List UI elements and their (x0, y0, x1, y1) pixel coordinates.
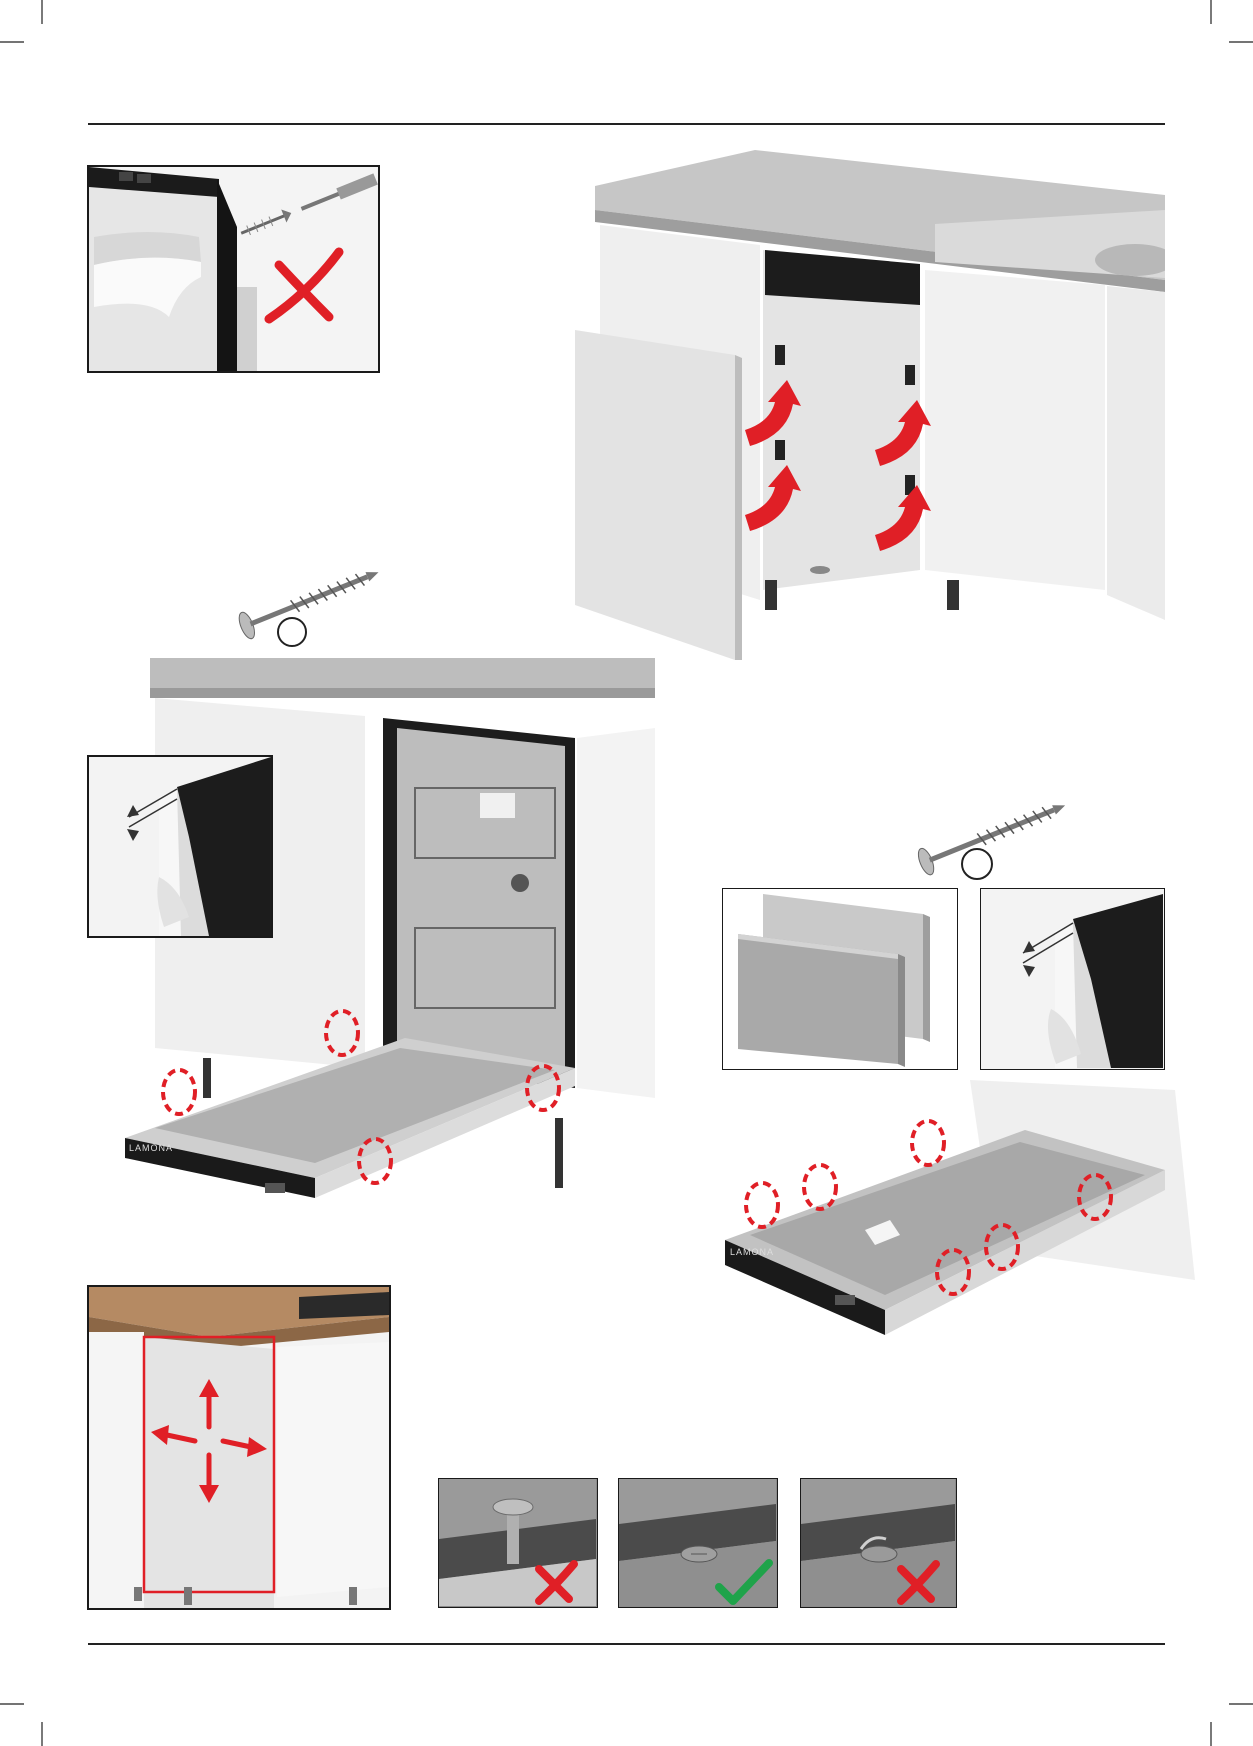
open-dishwasher-illustration: LAMONA (115, 658, 655, 1270)
panel-gap-detail-left (87, 755, 273, 938)
circle-marker-icon (962, 849, 992, 879)
door-screw-positions-illustration: LAMONA (695, 1080, 1205, 1350)
circle-marker-icon (278, 618, 306, 646)
screw-icon (236, 559, 384, 640)
panel-screw-damaged (800, 1478, 957, 1608)
panel-door-sheets (722, 888, 958, 1070)
bottom-rule (88, 1643, 1165, 1645)
brand-label: LAMONA (730, 1247, 774, 1257)
adjust-door-illustration (89, 1287, 389, 1608)
panel-no-screw-through-door (87, 165, 380, 373)
gap-detail-illustration (89, 757, 271, 936)
panel-adjust-door (87, 1285, 391, 1610)
door-edge-illustration (89, 167, 378, 371)
panel-gap-detail-right (980, 888, 1165, 1070)
panel-screw-protruding (438, 1478, 598, 1608)
brand-label: LAMONA (129, 1143, 173, 1153)
niche-fitting-illustration (575, 150, 1165, 660)
door-sheets-illustration (723, 889, 956, 1068)
screw-flush-illustration (619, 1479, 776, 1606)
top-rule (88, 123, 1165, 125)
screw-protruding-illustration (439, 1479, 596, 1606)
screw-marker-right (905, 785, 1075, 885)
screw-marker-left (228, 550, 388, 650)
panel-screw-flush (618, 1478, 778, 1608)
screw-damaged-illustration (801, 1479, 955, 1606)
gap-detail-illustration (981, 889, 1163, 1068)
